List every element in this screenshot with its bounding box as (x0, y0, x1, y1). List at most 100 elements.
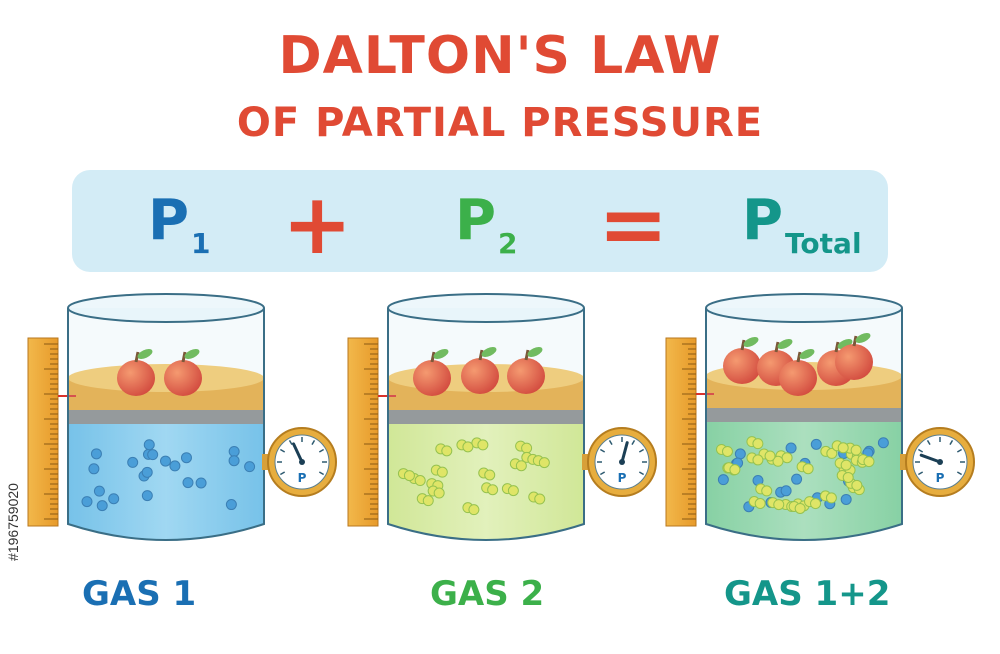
gas2-particle (802, 463, 814, 475)
plus-sign: + (282, 175, 353, 273)
gas2-particle (842, 471, 854, 483)
gas1-particle (160, 455, 172, 467)
gas2-particle (477, 439, 489, 451)
gauge-tick (318, 471, 325, 476)
gauge-tick (638, 471, 645, 476)
equation-bar (72, 170, 888, 272)
gas1-particle (147, 449, 159, 461)
gas1-particle (182, 477, 194, 489)
apple-stem (740, 339, 746, 351)
gauge-tick (279, 471, 286, 476)
gas2-particle (729, 464, 741, 476)
gas1-particle (88, 463, 100, 475)
gauge-needle (919, 453, 942, 464)
gauge-tick (956, 471, 963, 476)
pressure-gauge: P (262, 427, 337, 497)
apple-body (461, 358, 499, 394)
gas1-particle (785, 442, 797, 454)
ruler-body (27, 337, 59, 527)
gas2-particle (752, 454, 764, 466)
gas1-particle (169, 460, 181, 472)
gauge-tick (638, 448, 645, 453)
apple-leaf (527, 347, 543, 357)
gauge-tick (318, 448, 325, 453)
glass-cylinder (705, 308, 903, 541)
gas1-particle (780, 485, 792, 497)
apple-body (164, 360, 202, 396)
apple-leaf (184, 349, 200, 359)
gas2-particle (761, 485, 773, 497)
pressure-gauge: P (582, 427, 657, 497)
apple-leaf (137, 349, 153, 359)
equals-sign: = (598, 175, 669, 273)
ruler-body (347, 337, 379, 527)
gas1-particle (791, 473, 803, 485)
gauge-letter: P (936, 471, 945, 485)
apple-stem (430, 351, 436, 363)
gas1-particle (93, 485, 105, 497)
gas2-particle (534, 493, 546, 505)
apple (723, 337, 761, 384)
gas2-particle (403, 470, 415, 482)
gas2-particle (538, 457, 550, 469)
gauge-needle (292, 442, 304, 464)
apple-leaf (481, 347, 497, 357)
gas2-particle (487, 484, 499, 496)
gas2-particle (468, 504, 480, 516)
gas2-particle (851, 479, 863, 491)
apple (507, 347, 545, 394)
title-line-1: DALTON'S LAW (278, 26, 722, 86)
apple-body (413, 360, 451, 396)
glass-rim (67, 293, 265, 323)
gas2-particle (441, 445, 453, 457)
term-ptotal: PTotal (742, 188, 862, 260)
apple (461, 347, 499, 394)
term-ptotal-subscript: Total (785, 227, 862, 260)
gas2-particle (863, 456, 875, 468)
gas2-particle (825, 492, 837, 504)
gas1-particle (717, 474, 729, 486)
container-3: P (665, 293, 975, 541)
apple (413, 349, 451, 396)
apple (779, 349, 817, 396)
gauge-tick (631, 439, 636, 446)
gas2-particle (794, 502, 806, 514)
gas1-particle (90, 448, 102, 460)
gauge-tick (288, 439, 293, 446)
gas2-particle (422, 495, 434, 507)
apple (117, 349, 155, 396)
side-text: #196759020 (2, 412, 24, 632)
gas2-particle (462, 441, 474, 453)
gas1-particle (810, 438, 822, 450)
gauge-tick (926, 439, 931, 446)
gas2-particle (721, 445, 733, 457)
apple-stem (524, 349, 530, 361)
gas2-particle (773, 499, 785, 511)
ruler (665, 337, 697, 527)
gauge-tick (279, 448, 286, 453)
ruler-body (665, 337, 697, 527)
apple-body (507, 358, 545, 394)
gas2-particle (826, 447, 838, 459)
gauge-tick (956, 448, 963, 453)
gauge-letter: P (298, 471, 307, 485)
gauge-needle (620, 441, 629, 464)
glass-cylinder (67, 308, 265, 541)
apple-stem (774, 341, 780, 353)
term-p1: P1 (148, 188, 211, 260)
gas1-particle (244, 461, 256, 473)
gas2-particle (810, 498, 822, 510)
apple-body (835, 344, 873, 380)
apple-stem (134, 351, 140, 363)
apple-body (723, 348, 761, 384)
apple (164, 349, 202, 396)
gas2-particle (837, 442, 849, 454)
gas2-particle (515, 460, 527, 472)
gas1-particle (81, 496, 93, 508)
gas1-particle (840, 493, 852, 505)
term-ptotal-symbol: P (742, 188, 784, 253)
term-p1-subscript: 1 (191, 227, 211, 260)
title-line-2: OF PARTIAL PRESSURE (236, 100, 764, 146)
apple-body (117, 360, 155, 396)
apple-leaf (777, 339, 793, 349)
